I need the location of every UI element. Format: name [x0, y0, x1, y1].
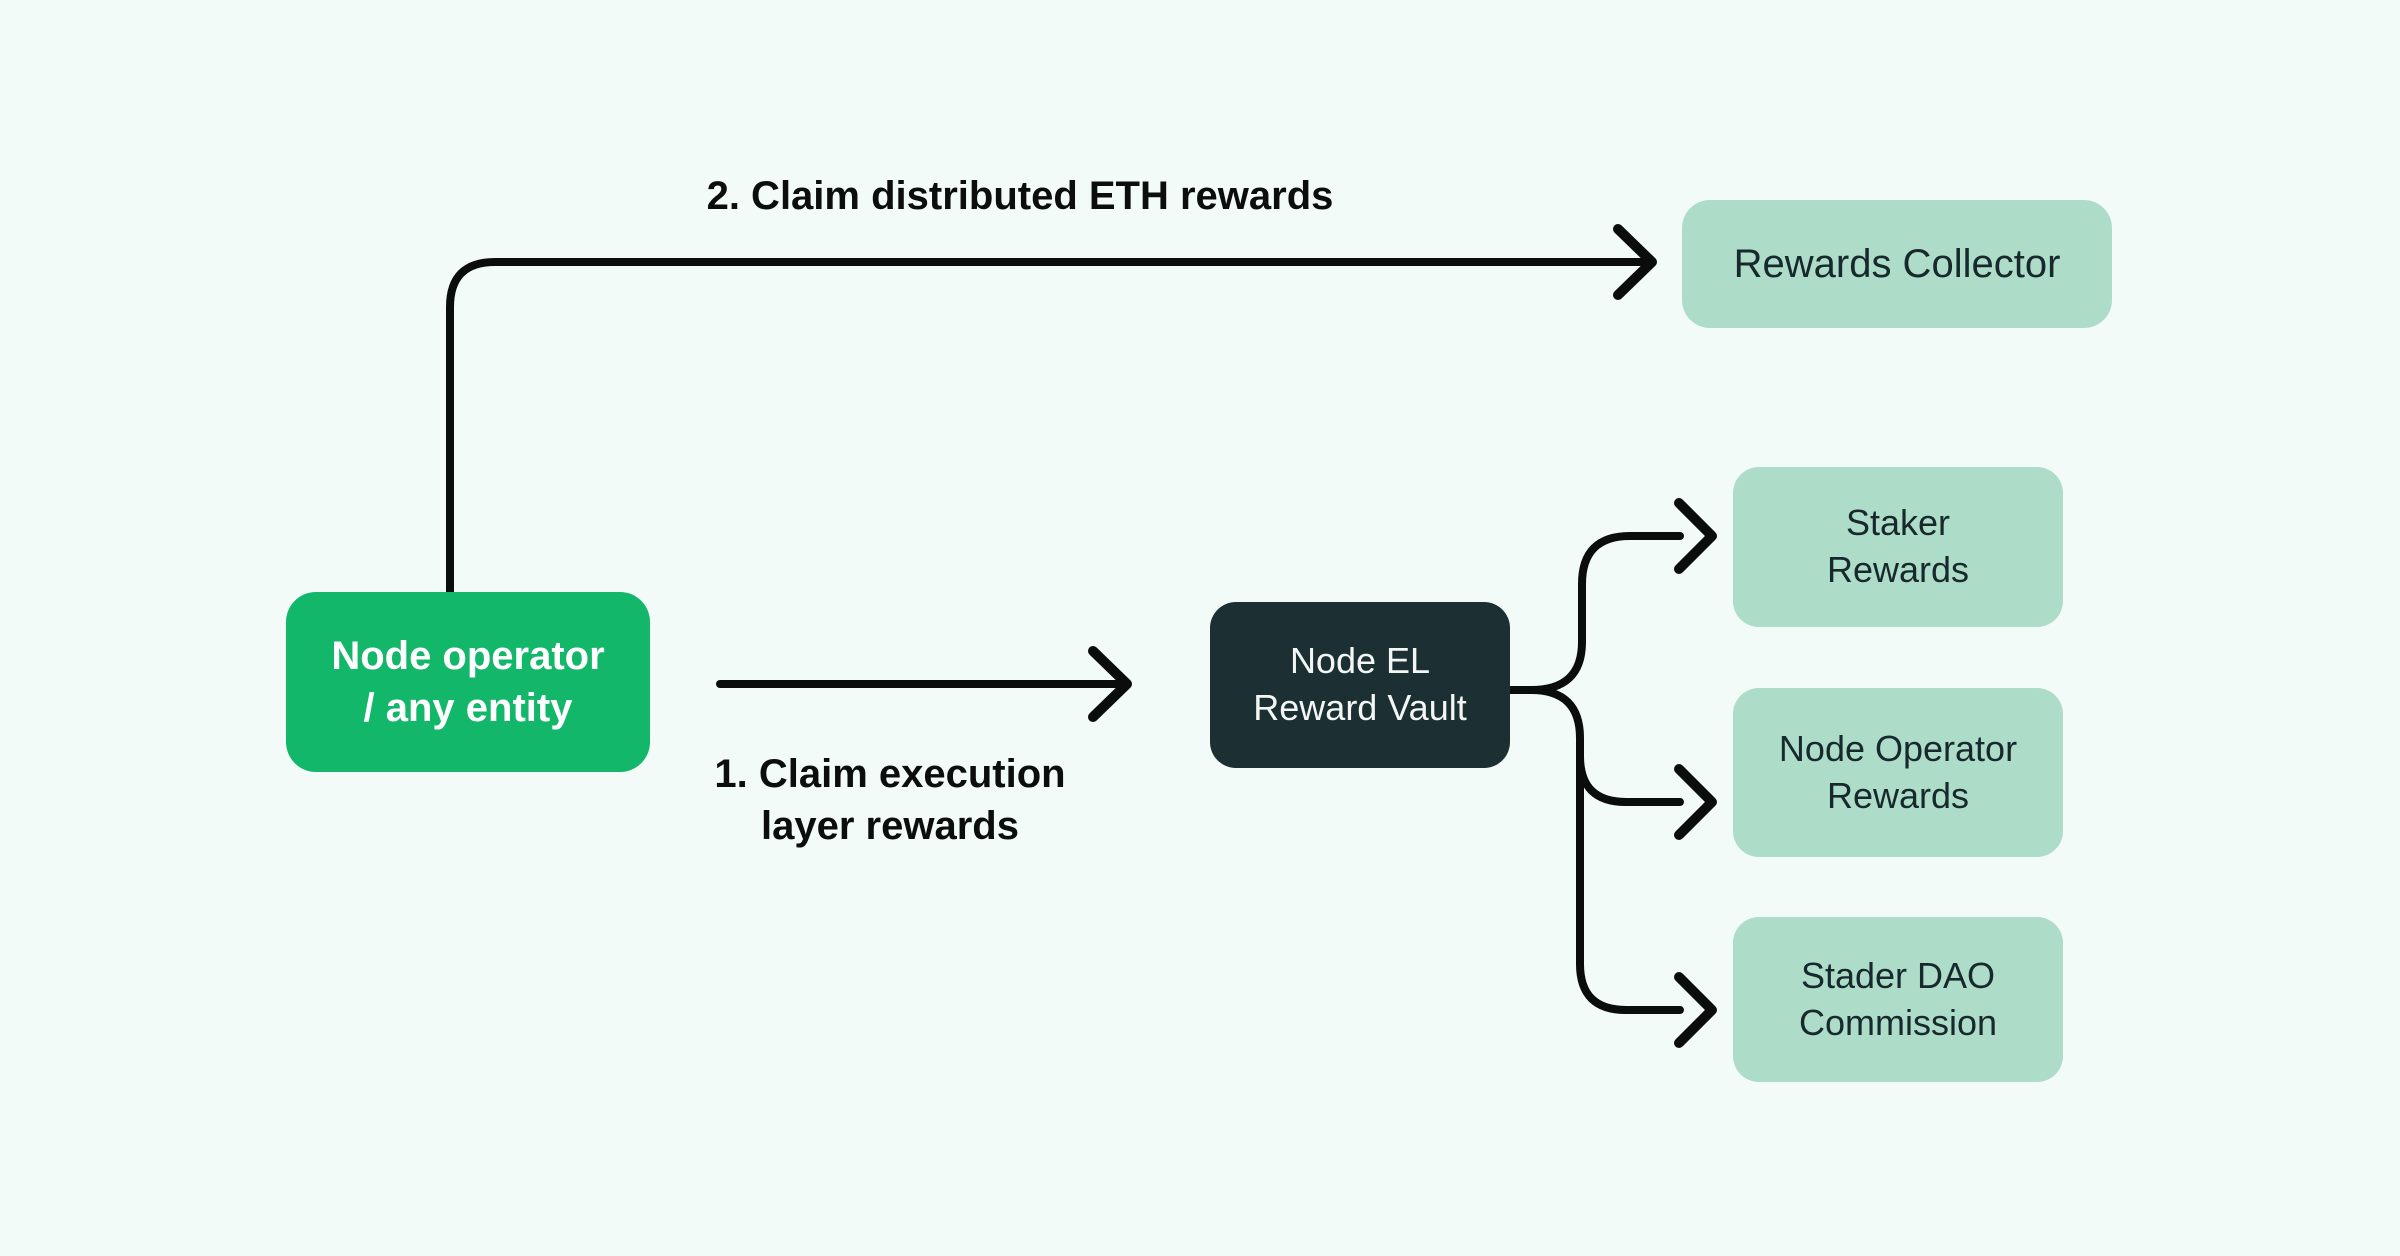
claim-execution-arrowhead-icon	[1088, 646, 1132, 722]
node-operator-label: Node operator / any entity	[331, 634, 605, 730]
stader-dao-commission-box: Stader DAO Commission	[1733, 917, 2063, 1082]
node-operator-rewards-box: Node Operator Rewards	[1733, 688, 2063, 857]
brace-bottom-arrowhead-icon	[1674, 972, 1717, 1048]
node-operator-box: Node operator / any entity	[286, 592, 650, 772]
brace-middle-arrowhead-icon	[1674, 764, 1717, 840]
node-operator-rewards-label: Node Operator Rewards	[1778, 727, 2018, 816]
rewards-collector-label: Rewards Collector	[1733, 242, 2061, 286]
claim-distributed-edge-label: 2. Claim distributed ETH rewards	[706, 174, 1334, 218]
brace-bottom-arrow-line	[1527, 686, 1684, 1014]
brace-middle-arrow-line	[1576, 752, 1684, 806]
node-el-reward-vault-label: Node EL Reward Vault	[1253, 640, 1467, 728]
claim-distributed-arrowhead-icon	[1613, 224, 1657, 300]
brace-top-arrow-line	[1527, 532, 1684, 694]
claim-execution-edge-label: 1. Claim execution layer rewards	[714, 752, 1066, 848]
stader-dao-commission-label: Stader DAO Commission	[1798, 954, 1998, 1043]
rewards-collector-box: Rewards Collector	[1682, 200, 2112, 328]
claim-distributed-arrow-line	[446, 258, 1648, 596]
staker-rewards-box: Staker Rewards	[1733, 467, 2063, 627]
staker-rewards-label: Staker Rewards	[1826, 502, 1970, 590]
brace-top-arrowhead-icon	[1674, 498, 1717, 574]
node-el-reward-vault-box: Node EL Reward Vault	[1210, 602, 1510, 768]
